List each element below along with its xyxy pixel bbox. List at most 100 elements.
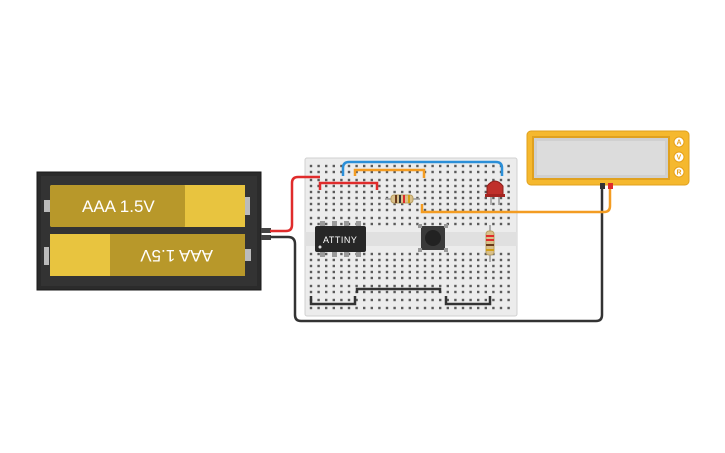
wire-orange-probe[interactable]: [420, 188, 612, 214]
breadboard-hole: [416, 298, 419, 302]
breadboard-hole: [469, 216, 472, 220]
multimeter-probe-red[interactable]: [608, 183, 613, 189]
breadboard-hole: [378, 276, 381, 280]
wire-black-ground[interactable]: [270, 188, 604, 323]
breadboard-hole: [370, 216, 373, 220]
breadboard-hole: [469, 270, 472, 274]
breadboard-hole: [507, 208, 510, 212]
breadboard-hole: [332, 170, 335, 174]
breadboard-hole: [416, 284, 419, 288]
multimeter[interactable]: A V R: [526, 130, 690, 189]
breadboard-hole: [484, 298, 487, 302]
breadboard-hole: [347, 284, 351, 288]
breadboard-hole: [317, 258, 320, 262]
breadboard-hole: [393, 276, 396, 280]
breadboard-hole: [454, 252, 457, 256]
breadboard-hole: [370, 284, 373, 288]
wire-black-jumper-3[interactable]: [444, 296, 492, 306]
wire-black-jumper-2[interactable]: [355, 287, 442, 293]
breadboard-hole: [446, 170, 449, 174]
breadboard-hole: [325, 258, 328, 262]
breadboard-hole: [416, 270, 419, 274]
breadboard-hole: [492, 284, 495, 288]
led-red[interactable]: [485, 180, 505, 205]
breadboard-hole: [370, 164, 373, 168]
breadboard-hole: [469, 190, 472, 194]
breadboard-hole: [423, 284, 427, 288]
breadboard-hole: [507, 252, 510, 256]
breadboard-hole: [317, 178, 320, 182]
breadboard-hole: [355, 202, 358, 206]
breadboard-hole: [461, 298, 465, 302]
breadboard-hole: [507, 178, 510, 182]
breadboard-hole: [332, 290, 335, 294]
wire-red-jumper[interactable]: [318, 181, 379, 190]
breadboard[interactable]: [304, 157, 518, 317]
breadboard-holes: [309, 164, 510, 310]
resistor-horizontal[interactable]: [385, 194, 420, 204]
breadboard-hole: [469, 284, 472, 288]
breadboard-hole: [385, 216, 389, 220]
breadboard-hole: [401, 270, 404, 274]
breadboard-hole: [355, 178, 358, 182]
breadboard-hole: [385, 222, 389, 226]
breadboard-hole: [423, 178, 427, 182]
breadboard-hole: [340, 252, 343, 256]
breadboard-hole: [340, 178, 343, 182]
wire-orange-jumper[interactable]: [353, 168, 426, 178]
breadboard-hole: [431, 178, 434, 182]
breadboard-hole: [378, 208, 381, 212]
wire-black-jumper-1[interactable]: [309, 296, 357, 306]
breadboard-hole: [309, 264, 313, 268]
breadboard-hole: [477, 276, 480, 280]
breadboard-hole: [378, 196, 381, 200]
breadboard-hole: [454, 270, 457, 274]
breadboard-hole: [423, 164, 427, 168]
breadboard-hole: [370, 170, 373, 174]
multimeter-mode-v-button[interactable]: V: [673, 151, 685, 163]
multimeter-mode-a-button[interactable]: A: [673, 136, 685, 148]
svg-text:R: R: [677, 170, 682, 177]
resistor-vertical[interactable]: [485, 225, 495, 262]
multimeter-probe-black[interactable]: [600, 183, 605, 189]
breadboard-hole: [431, 252, 434, 256]
attiny-chip[interactable]: ATTINY: [315, 221, 366, 257]
breadboard-hole: [355, 196, 358, 200]
breadboard-hole: [477, 222, 480, 226]
breadboard-hole: [309, 306, 313, 310]
wire-red-power[interactable]: [270, 175, 320, 233]
breadboard-hole: [477, 170, 480, 174]
breadboard-hole: [431, 208, 434, 212]
breadboard-hole: [370, 298, 373, 302]
breadboard-hole: [431, 306, 434, 310]
breadboard-hole: [446, 258, 449, 262]
breadboard-hole: [401, 216, 404, 220]
breadboard-hole: [469, 196, 472, 200]
breadboard-hole: [401, 306, 404, 310]
breadboard-hole: [363, 258, 366, 262]
breadboard-hole: [416, 252, 419, 256]
breadboard-hole: [385, 184, 389, 188]
breadboard-hole: [446, 276, 449, 280]
wire-blue[interactable]: [341, 160, 504, 176]
breadboard-hole: [446, 306, 449, 310]
breadboard-hole: [325, 252, 328, 256]
push-button[interactable]: [418, 224, 448, 252]
breadboard-hole: [454, 222, 457, 226]
breadboard-hole: [332, 184, 335, 188]
breadboard-hole: [340, 306, 343, 310]
multimeter-mode-r-button[interactable]: R: [673, 166, 685, 178]
breadboard-hole: [423, 298, 427, 302]
breadboard-hole: [507, 284, 510, 288]
breadboard-hole: [499, 208, 503, 212]
breadboard-hole: [484, 190, 487, 194]
breadboard-hole: [393, 284, 396, 288]
breadboard-hole: [469, 306, 472, 310]
breadboard-hole: [477, 258, 480, 262]
breadboard-hole: [408, 184, 411, 188]
breadboard-hole: [325, 178, 328, 182]
breadboard-hole: [507, 202, 510, 206]
breadboard-hole: [332, 276, 335, 280]
battery-pack[interactable]: AAA 1.5V AAA 1.5V: [36, 171, 271, 291]
